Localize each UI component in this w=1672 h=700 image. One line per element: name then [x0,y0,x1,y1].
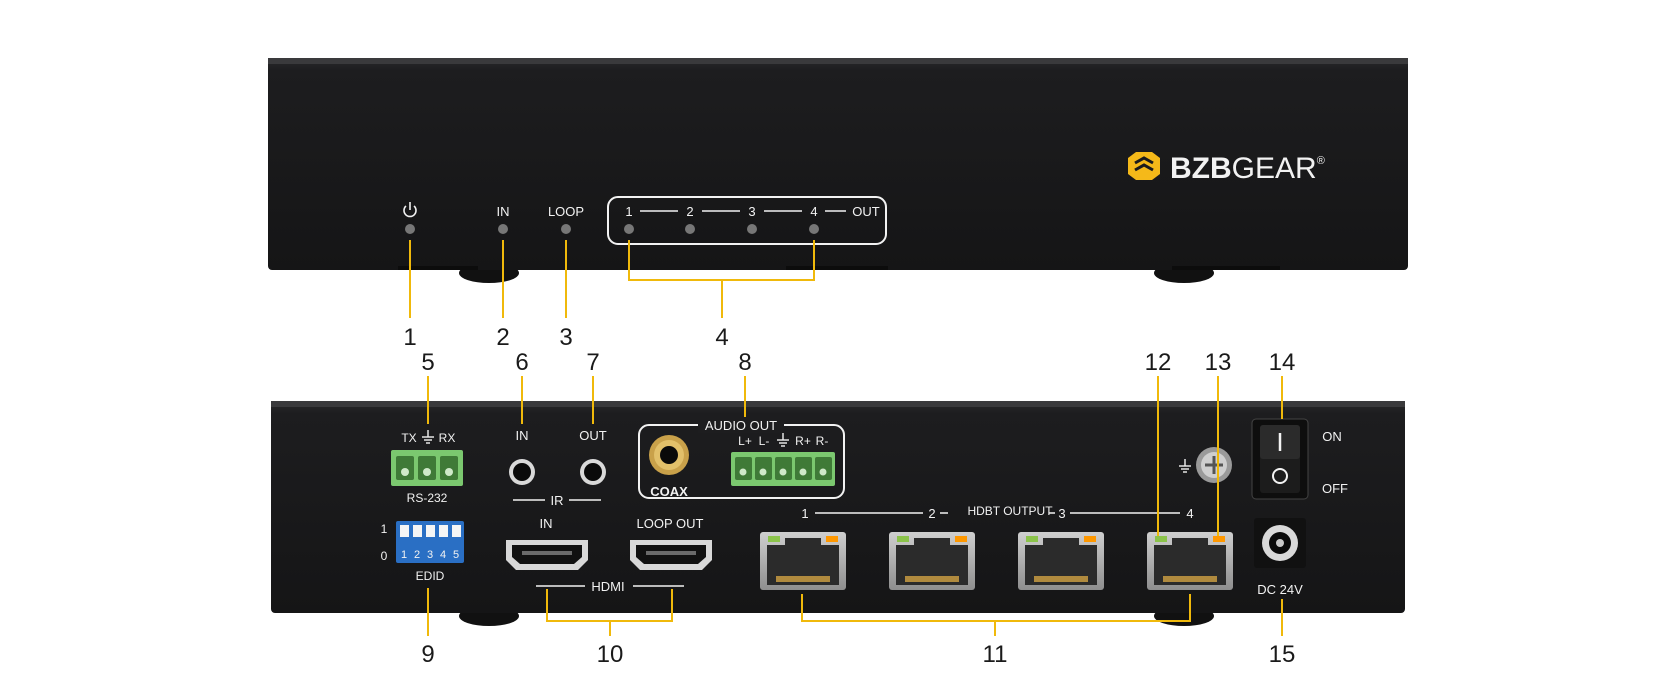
hdbt-port-2[interactable] [889,532,975,590]
dc-label: DC 24V [1257,582,1303,597]
callout-8: 8 [738,349,751,376]
hdmi-loop-out-label: LOOP OUT [637,516,704,531]
dip-number-2: 2 [414,549,420,561]
brand-wordmark: BZBGEAR® [1170,152,1325,185]
hdbt-port-4[interactable] [1147,532,1233,590]
out-led-1 [624,224,634,234]
edid-dip-switch[interactable] [396,521,464,563]
switch-on-label: ON [1322,429,1342,444]
audio-out-label-bg [698,417,784,433]
dip-row-0-label: 0 [381,549,388,563]
out-led-2 [685,224,695,234]
ir-out-jack[interactable] [580,459,606,485]
rs232-tx-label: TX [401,431,416,445]
dip-number-5: 5 [453,549,459,561]
hdmi-in-label: IN [540,516,553,531]
audio-pin-r-minus: R- [816,434,829,448]
rear-panel: TX RX RS-232 IN OUT [271,401,1405,626]
brand-light: GEAR [1232,152,1317,185]
hdbt-1-label: 1 [801,506,808,521]
callout-7: 7 [586,349,599,376]
callout-9: 9 [421,641,434,668]
switch-off-label: OFF [1322,481,1348,496]
callout-1: 1 [403,324,416,351]
callout-6: 6 [515,349,528,376]
rear-top-edge [271,401,1405,407]
dip-number-3: 3 [427,549,433,561]
coax-label: COAX [650,484,688,499]
chassis-ground-icon [1179,459,1191,473]
ir-in-jack[interactable] [509,459,535,485]
hdmi-loop-out-port[interactable] [630,540,712,570]
rear-leaders [427,376,1283,636]
front-chassis [268,58,1408,270]
ground-screw[interactable] [1196,447,1232,483]
rs232-terminal-block[interactable] [391,450,463,486]
coax-jack[interactable] [649,435,689,475]
out-ch2-label: 2 [686,204,693,219]
front-in-label: IN [497,204,510,219]
callout-5: 5 [421,349,434,376]
dip-number-4: 4 [440,549,446,561]
front-bottom-groove-right [1172,266,1280,270]
edid-label: EDID [416,569,445,583]
callout-15: 15 [1269,641,1296,668]
bzbgear-logo-icon [1128,152,1160,180]
dip-number-1: 1 [401,549,407,561]
ir-label: IR [551,493,564,508]
callout-2: 2 [496,324,509,351]
audio-out-label: AUDIO OUT [705,418,777,433]
out-led-4 [809,224,819,234]
rs232-label: RS-232 [407,491,448,505]
dc-power-jack[interactable] [1254,518,1306,568]
loop-led [561,224,571,234]
audio-pin-l-plus: L+ [738,434,752,448]
audio-terminal-block[interactable] [731,452,835,486]
hdbt-3-label: 3 [1058,506,1065,521]
callout-4: 4 [715,324,728,351]
front-top-edge [268,58,1408,64]
audio-pin-l-minus: L- [759,434,770,448]
out-ch1-label: 1 [625,204,632,219]
callout-11: 11 [983,641,1008,668]
ir-out-label: OUT [579,428,607,443]
front-loop-label: LOOP [548,204,584,219]
hdmi-label: HDMI [591,579,624,594]
out-label: OUT [852,204,880,219]
power-rocker-switch[interactable] [1251,418,1309,500]
out-ch4-label: 4 [810,204,817,219]
out-ch3-label: 3 [748,204,755,219]
front-bottom-groove-left [398,266,478,270]
ir-in-label: IN [516,428,529,443]
front-panel: IN LOOP 1 2 3 4 OUT BZBGEAR® [268,58,1408,283]
brand-bold: BZB [1170,152,1232,185]
power-led [405,224,415,234]
out-led-3 [747,224,757,234]
out-led-group-frame [607,196,887,245]
in-led [498,224,508,234]
hdbt-port-3[interactable] [1018,532,1104,590]
dip-row-1-label: 1 [381,522,388,536]
callout-3: 3 [559,324,572,351]
brand-registered: ® [1317,155,1325,167]
rs232-rx-label: RX [439,431,456,445]
front-leaders [409,240,815,318]
front-bottom-groove-mid [786,266,888,270]
audio-ground-icon [777,433,789,447]
callout-14: 14 [1269,349,1296,376]
hdbt-port-1[interactable] [760,532,846,590]
audio-pin-r-plus: R+ [795,434,811,448]
hdmi-in-port[interactable] [506,540,588,570]
ground-icon [422,430,434,444]
hdbt-output-label: HDBT OUTPUT [967,504,1053,518]
callout-10: 10 [597,641,624,668]
callout-12: 12 [1145,349,1172,376]
hdbt-2-label: 2 [928,506,935,521]
power-icon [403,202,417,218]
callout-13: 13 [1205,349,1232,376]
hdbt-4-label: 4 [1186,506,1193,521]
